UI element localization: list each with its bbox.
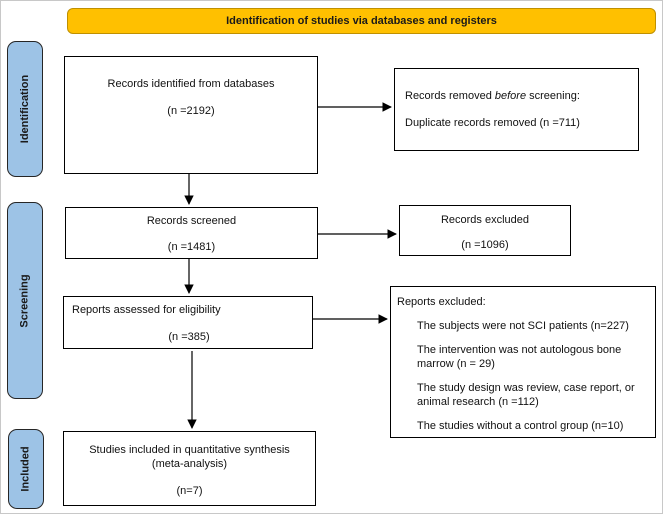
records-screened-count: (n =1481) xyxy=(167,241,216,253)
stage-label-included: Included xyxy=(8,429,44,509)
records-excluded-count: (n =1096) xyxy=(461,239,509,251)
banner-title: Identification of studies via databases … xyxy=(67,8,656,34)
stage-label-identification: Identification xyxy=(7,41,43,177)
records-screened-label: Records screened xyxy=(146,215,237,227)
stage-label-screening-text: Screening xyxy=(19,273,31,328)
studies-included-count: (n=7) xyxy=(176,485,203,497)
studies-included-label-line1: Studies included in quantitative synthes… xyxy=(89,444,290,456)
box-records-screened: Records screened (n =1481) xyxy=(65,207,318,259)
box-records-identified: Records identified from databases (n =21… xyxy=(64,56,318,174)
reports-excluded-reason: The study design was review, case report… xyxy=(417,382,635,408)
stage-label-identification-text: Identification xyxy=(19,74,32,144)
reports-assessed-label: Reports assessed for eligibility xyxy=(72,304,221,316)
reports-excluded-reason-list: The subjects were not SCI patients (n=22… xyxy=(397,319,647,433)
records-excluded-label: Records excluded xyxy=(440,214,530,226)
reports-assessed-count: (n =385) xyxy=(168,331,210,343)
records-removed-label-prefix: Records removed xyxy=(405,90,495,102)
reports-excluded-reason: The intervention was not autologous bone… xyxy=(417,344,622,370)
box-records-excluded: Records excluded (n =1096) xyxy=(399,205,571,256)
reports-excluded-reason: The studies without a control group (n=1… xyxy=(417,420,624,432)
stage-label-included-text: Included xyxy=(20,446,33,492)
box-reports-assessed: Reports assessed for eligibility (n =385… xyxy=(63,296,313,349)
records-identified-label: Records identified from databases xyxy=(107,78,275,90)
reports-excluded-title: Reports excluded: xyxy=(397,296,486,308)
duplicate-records-removed-count: Duplicate records removed (n =711) xyxy=(405,117,580,129)
box-reports-excluded: Reports excluded: The subjects were not … xyxy=(390,286,656,438)
records-removed-label-italic: before xyxy=(494,90,527,102)
records-removed-label: Records removed before screening: xyxy=(405,89,632,103)
reports-excluded-reason: The subjects were not SCI patients (n=22… xyxy=(417,320,629,332)
stage-label-screening: Screening xyxy=(7,202,43,399)
records-identified-count: (n =2192) xyxy=(167,105,215,117)
box-records-removed-before-screening: Records removed before screening: Duplic… xyxy=(394,68,639,151)
records-removed-label-suffix: screening: xyxy=(526,90,580,102)
studies-included-label-line2: (meta-analysis) xyxy=(151,458,228,470)
box-studies-included: Studies included in quantitative synthes… xyxy=(63,431,316,506)
